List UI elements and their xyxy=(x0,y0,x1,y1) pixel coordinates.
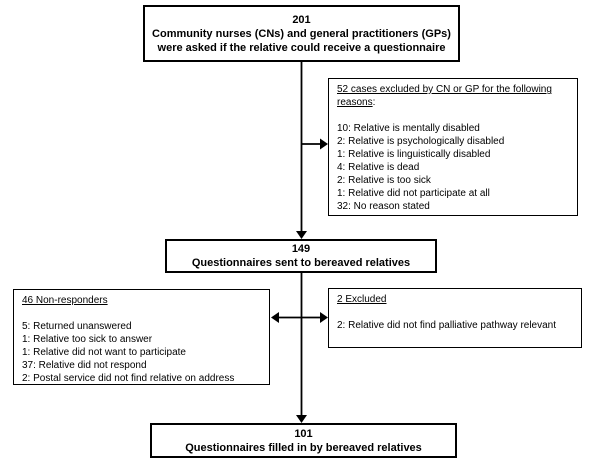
reason-item: 5: Returned unanswered xyxy=(22,321,132,332)
arrow-asked-to-sent xyxy=(296,62,307,239)
excluded-heading: 2 Excluded xyxy=(337,294,387,305)
reason-item: 32: No reason stated xyxy=(337,201,430,212)
reason-item: 1: Relative did not want to participate xyxy=(22,347,186,358)
reason-item: 4: Relative is dead xyxy=(337,162,420,173)
sent-box: 149 Questionnaires sent to bereaved rela… xyxy=(165,239,437,273)
asked-box: 201 Community nurses (CNs) and general p… xyxy=(143,5,460,62)
reason-item: 1: Relative too sick to answer xyxy=(22,334,153,345)
reason-item: 1: Relative is linguistically disabled xyxy=(337,149,491,160)
non-responders-heading: 46 Non-responders xyxy=(22,295,108,306)
asked-label: Community nurses (CNs) and general pract… xyxy=(152,27,451,54)
non-responders-box: 46 Non-responders 5: Returned unanswered… xyxy=(13,289,270,385)
arrow-to-cn-gp-exclusions xyxy=(301,138,328,150)
arrow-sent-to-filled xyxy=(296,273,307,423)
sent-count: 149 xyxy=(291,243,311,255)
cn-gp-exclusions-heading: 52 cases excluded by CN or GP for the fo… xyxy=(337,84,552,108)
asked-count: 201 xyxy=(292,13,311,26)
reason-item: 37: Relative did not respond xyxy=(22,360,147,371)
reason-item: 2: Relative did not find palliative path… xyxy=(337,320,557,331)
filled-box: 101 Questionnaires filled in by bereaved… xyxy=(150,423,457,458)
reason-item: 10: Relative is mentally disabled xyxy=(337,123,480,134)
filled-label: Questionnaires filled in by bereaved rel… xyxy=(185,441,422,454)
filled-count: 101 xyxy=(294,427,313,440)
sent-label: Questionnaires sent to bereaved relative… xyxy=(191,257,411,269)
cn-gp-exclusions-box: 52 cases excluded by CN or GP for the fo… xyxy=(328,78,578,216)
excluded-box: 2 Excluded 2: Relative did not find pall… xyxy=(328,288,582,348)
reason-item: 2: Relative is too sick xyxy=(337,175,431,186)
reason-item: 2: Relative is psychologically disabled xyxy=(337,136,505,147)
arrow-non-responders-excluded xyxy=(271,312,328,323)
reason-item: 1: Relative did not participate at all xyxy=(337,188,490,199)
reason-item: 2: Postal service did not find relative … xyxy=(22,373,235,384)
